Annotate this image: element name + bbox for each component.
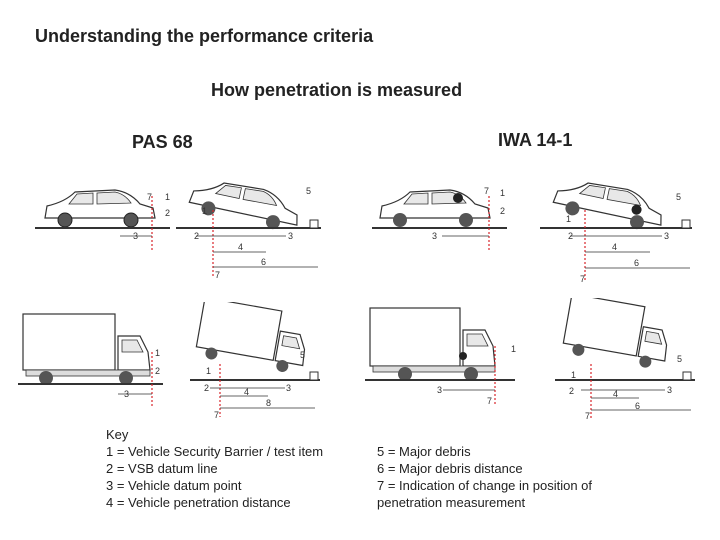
label-1: 1 (155, 348, 160, 358)
iwa-truck-before-diagram: 1 3 7 (365, 302, 525, 407)
key-item-4: 4 = Vehicle penetration distance (106, 495, 291, 510)
label-7: 7 (147, 192, 152, 202)
page-subtitle: How penetration is measured (211, 80, 463, 100)
label-1: 1 (571, 370, 576, 380)
label-5: 5 (676, 192, 681, 202)
label-2: 2 (204, 383, 209, 393)
page-title: Understanding the performance criteria (35, 26, 374, 46)
label-7: 7 (487, 396, 492, 406)
label-5: 5 (306, 186, 311, 196)
iwa-truck-after-diagram: 1 2 3 4 5 6 7 (555, 298, 700, 420)
label-7: 7 (585, 411, 590, 420)
label-4: 4 (244, 387, 249, 397)
label-7: 7 (580, 274, 585, 284)
label-4: 4 (612, 242, 617, 252)
truck-icon (369, 307, 496, 381)
key-heading: Key (106, 427, 129, 442)
label-1: 1 (511, 344, 516, 354)
car-icon (44, 189, 156, 228)
label-1: 1 (202, 206, 207, 216)
label-3: 3 (133, 231, 138, 241)
label-2: 2 (568, 231, 573, 241)
key-item-5: 5 = Major debris (377, 444, 471, 459)
label-2: 2 (569, 386, 574, 396)
car-icon (188, 182, 298, 230)
key-item-3: 3 = Vehicle datum point (106, 478, 242, 493)
label-3: 3 (432, 231, 437, 241)
label-3: 3 (286, 383, 291, 393)
car-icon (552, 182, 662, 230)
label-2: 2 (155, 366, 160, 376)
label-7: 7 (484, 186, 489, 196)
standard-pas68-heading: PAS 68 (132, 132, 193, 152)
key-item-7: 7 = Indication of change in position of (377, 478, 593, 493)
label-1: 1 (165, 192, 170, 202)
pas68-truck-before-diagram: 1 2 3 (18, 308, 168, 408)
key-left-column: Key 1 = Vehicle Security Barrier / test … (106, 426, 323, 511)
label-6: 6 (635, 401, 640, 411)
key-right-column: 5 = Major debris 6 = Major debris distan… (377, 443, 592, 511)
key-item-6: 6 = Major debris distance (377, 461, 523, 476)
label-1: 1 (566, 214, 571, 224)
pas68-truck-after-diagram: 1 2 3 4 5 8 7 (190, 302, 330, 420)
truck-icon (22, 313, 151, 385)
label-5: 5 (300, 350, 305, 360)
label-8: 8 (266, 398, 271, 408)
label-3: 3 (124, 389, 129, 399)
key-item-7-continued: penetration measurement (377, 495, 526, 510)
label-3: 3 (288, 231, 293, 241)
label-7: 7 (215, 270, 220, 280)
label-3: 3 (664, 231, 669, 241)
standard-iwa14-heading: IWA 14-1 (498, 130, 573, 150)
label-6: 6 (634, 258, 639, 268)
label-2: 2 (194, 231, 199, 241)
key-item-2: 2 = VSB datum line (106, 461, 218, 476)
label-4: 4 (238, 242, 243, 252)
label-6: 6 (261, 257, 266, 267)
iwa-car-after-diagram: 1 2 3 4 5 6 7 (540, 170, 700, 285)
iwa-car-before-diagram: 7 1 2 3 (372, 178, 512, 253)
key-item-1: 1 = Vehicle Security Barrier / test item (106, 444, 324, 459)
label-3: 3 (667, 385, 672, 395)
pas68-car-before-diagram: 7 1 2 3 (35, 178, 175, 253)
label-1: 1 (500, 188, 505, 198)
label-2: 2 (500, 206, 505, 216)
label-5: 5 (677, 354, 682, 364)
pas68-car-after-diagram: 1 2 3 4 5 6 7 (176, 170, 326, 280)
label-4: 4 (613, 389, 618, 399)
truck-icon (195, 302, 306, 372)
label-1: 1 (206, 366, 211, 376)
car-icon (379, 189, 491, 227)
label-3: 3 (437, 385, 442, 395)
label-7: 7 (214, 410, 219, 420)
truck-icon (562, 298, 668, 368)
label-2: 2 (165, 208, 170, 218)
